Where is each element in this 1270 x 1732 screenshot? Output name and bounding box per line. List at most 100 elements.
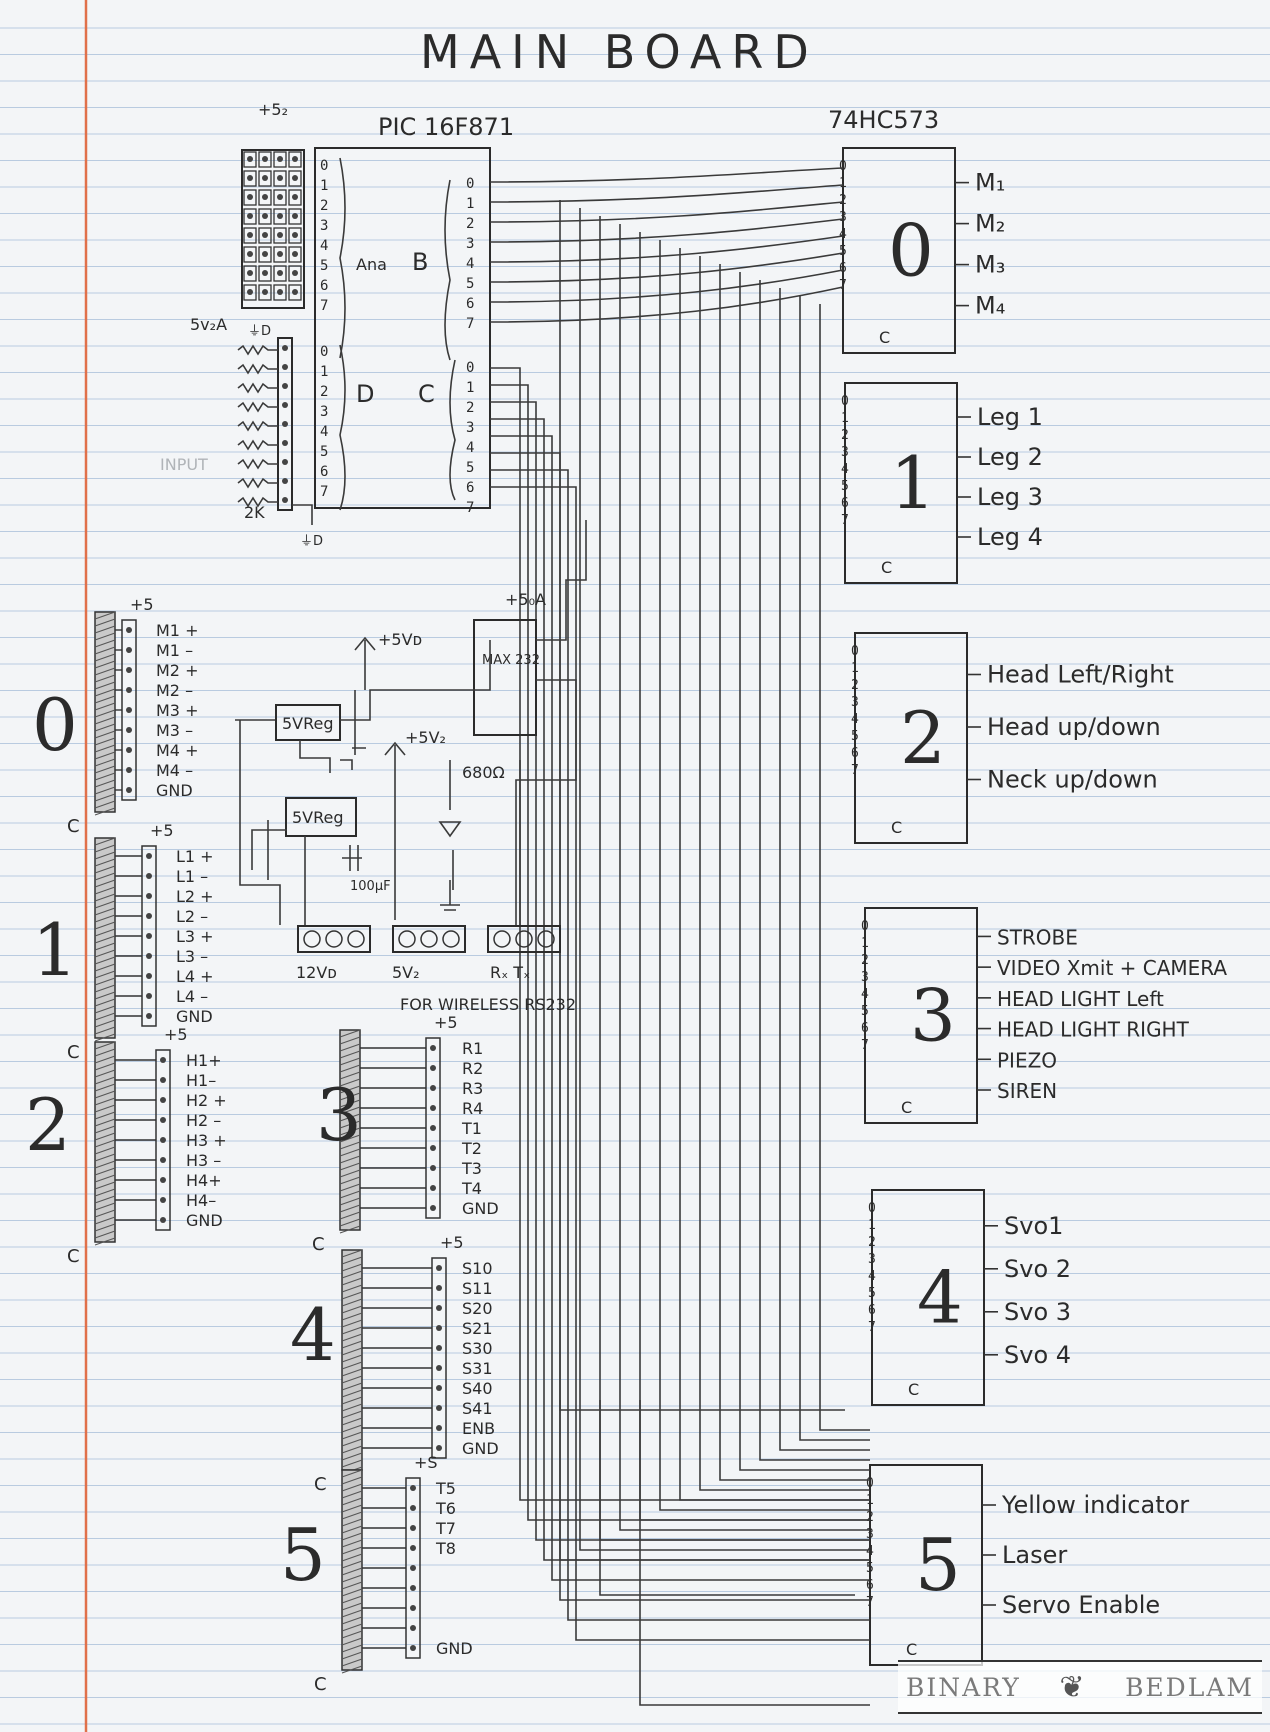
diagram-title: MAIN BOARD: [420, 25, 819, 79]
connector-pin-label: L1 –: [176, 867, 208, 886]
connector-c-label: C: [67, 1042, 80, 1063]
pic-ana-pin: 7: [320, 298, 328, 314]
latch-pin: 3: [851, 695, 859, 710]
connector-pin-label: M3 –: [156, 721, 193, 740]
latch-pin: 5: [839, 244, 847, 259]
pic-ana-pin: 4: [320, 238, 328, 254]
notebook-ruled-lines: [0, 27, 1270, 1725]
connector-pin-label: M1 +: [156, 621, 198, 640]
connector-pin-label: R4: [462, 1099, 483, 1118]
pic-c-pin: 2: [466, 400, 474, 416]
bus-wiring: [489, 167, 870, 1706]
latch-output-label: M₄: [975, 292, 1005, 320]
connector-pin-label: L3 +: [176, 927, 214, 946]
latch-pin: 6: [851, 746, 859, 761]
connector-pin-label: GND: [462, 1439, 499, 1458]
connector-pin-label: T2: [461, 1139, 482, 1158]
port-c-label: C: [418, 380, 435, 408]
port-ana-label: Ana: [356, 255, 387, 274]
latch-output-label: Leg 4: [977, 523, 1043, 551]
pic-c-pin: 7: [466, 500, 474, 516]
latch-pin: 5: [851, 729, 859, 744]
sv2a-label: 5v₂A: [190, 315, 227, 334]
input-resistor-header: 5v₂A ⏚D 2K INPUT ⏚D: [160, 315, 323, 549]
latch-output-label: PIEZO: [997, 1048, 1057, 1072]
connector-pin-label: S30: [462, 1339, 493, 1358]
latch-c-label: C: [908, 1380, 919, 1399]
latch-pin: 2: [868, 1235, 876, 1250]
jack-5v-label: 5V₂: [392, 963, 420, 982]
latch-output-label: STROBE: [997, 925, 1078, 949]
latch-output-label: M₁: [975, 169, 1005, 197]
pic-c-pin: 5: [466, 460, 474, 476]
latch-number: 4: [917, 1256, 963, 1340]
connector-pin-label: M2 +: [156, 661, 198, 680]
latch-pin: 7: [851, 763, 859, 778]
supply-s2-label: +5₂: [258, 100, 288, 119]
latch-output-label: Yellow indicator: [1001, 1491, 1189, 1519]
latch-output-label: M₃: [975, 251, 1005, 279]
latch-pin: 5: [868, 1286, 876, 1301]
latch-pin: 0: [866, 1476, 874, 1491]
resistor-2k-label: 2K: [244, 503, 265, 522]
capacitor-label: 100μF: [350, 879, 391, 894]
latch-pin: 5: [861, 1004, 869, 1019]
connector-top-label: +S: [414, 1453, 438, 1472]
port-b-label: B: [412, 248, 428, 276]
connector-c-label: C: [67, 816, 80, 837]
latch-c-label: C: [906, 1640, 917, 1659]
pic-d-pin: 1: [320, 364, 328, 380]
connector-c-label: C: [314, 1474, 327, 1495]
pic-d-pin: 2: [320, 384, 328, 400]
latch-output-label: HEAD LIGHT Left: [997, 987, 1164, 1011]
connector-pin-label: T7: [435, 1519, 456, 1538]
connector-pin-label: L4 +: [176, 967, 214, 986]
pic-ana-pin: 0: [320, 158, 328, 174]
latch-output-label: Svo 4: [1004, 1341, 1071, 1369]
latch-c-label: C: [879, 328, 890, 347]
connector-pin-label: H1–: [186, 1071, 216, 1090]
latch-c-label: C: [901, 1098, 912, 1117]
connector-pin-label: L4 –: [176, 987, 208, 1006]
supply-s0a-label: +5₀A: [505, 590, 546, 609]
latch-pin: 3: [839, 210, 847, 225]
latch-output-label: Leg 3: [977, 483, 1043, 511]
pic-d-pin: 6: [320, 464, 328, 480]
connector-pin-label: S11: [462, 1279, 493, 1298]
connector-pin-label: S31: [462, 1359, 493, 1378]
binary-bedlam-logo: BINARY ❦ BEDLAM: [898, 1660, 1262, 1714]
latch-output-label: VIDEO Xmit + CAMERA: [997, 956, 1227, 980]
connector-pin-label: T4: [461, 1179, 482, 1198]
latch-pin: 6: [841, 496, 849, 511]
latch-pin: 1: [868, 1218, 876, 1233]
connector-top-label: +5: [150, 821, 174, 840]
connector-pin-label: S10: [462, 1259, 493, 1278]
logo-text-right: BEDLAM: [1125, 1672, 1254, 1702]
connector-pin-label: T8: [435, 1539, 456, 1558]
latch-pin: 7: [868, 1320, 876, 1335]
connector-pin-label: H1+: [186, 1051, 222, 1070]
latch-output-label: Head up/down: [987, 713, 1161, 741]
pic-b-pin: 3: [466, 236, 474, 252]
connector-number: 2: [25, 1083, 71, 1167]
latch-pin: 4: [851, 712, 859, 727]
latch-pin: 7: [839, 278, 847, 293]
latch-pin: 2: [839, 193, 847, 208]
latch-output-label: Leg 2: [977, 443, 1043, 471]
latch-pin: 6: [839, 261, 847, 276]
latch-number: 2: [900, 696, 946, 780]
latch-output-label: Leg 1: [977, 403, 1043, 431]
pic-b-pin: 5: [466, 276, 474, 292]
pic-d-pin: 0: [320, 344, 328, 360]
regulator-1-label: 5VReg: [282, 714, 334, 733]
pic-b-pin: 7: [466, 316, 474, 332]
regulator-2-label: 5VReg: [292, 808, 344, 827]
gnd-d-label-top: ⏚D: [248, 324, 271, 339]
